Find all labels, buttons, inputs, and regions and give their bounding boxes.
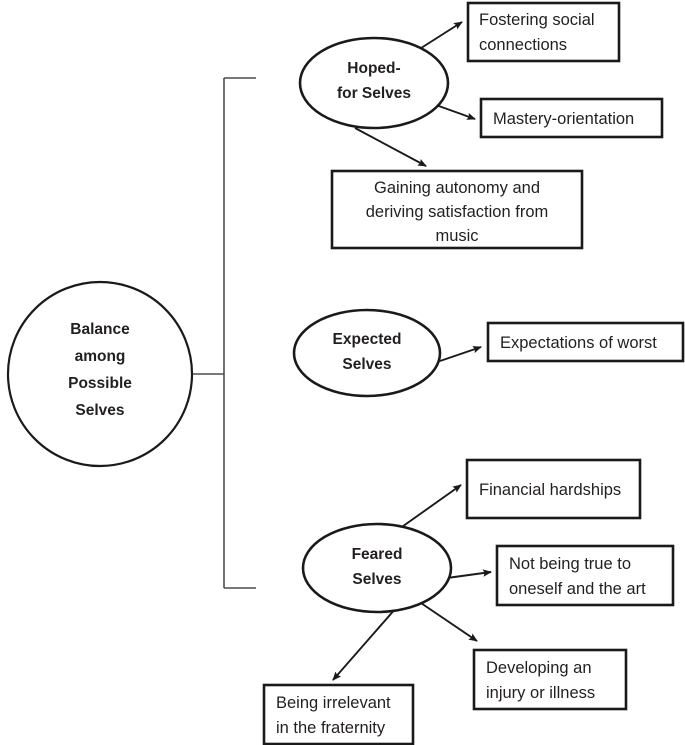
arrow-hoped-to-autonomy bbox=[354, 127, 427, 167]
expected-label-line-2: Selves bbox=[342, 356, 391, 373]
financial-box-shape bbox=[465, 458, 642, 520]
autonomy-label-line-3: music bbox=[435, 227, 478, 245]
mastery-box-shape bbox=[479, 97, 664, 139]
node-feared-selves[interactable]: Feared Selves bbox=[301, 522, 453, 614]
node-fostering-social-connections[interactable]: Fostering social connections bbox=[466, 1, 621, 63]
developing-box-shape bbox=[472, 648, 628, 711]
node-not-being-true-to-oneself[interactable]: Not being true to oneself and the art bbox=[495, 544, 675, 607]
fostering-label-line-1: Fostering social bbox=[479, 11, 595, 29]
irrelevant-label-line-1: Being irrelevant bbox=[276, 694, 391, 712]
expected-label-line-1: Expected bbox=[333, 331, 402, 348]
developing-label-line-1: Developing an bbox=[486, 659, 592, 677]
feared-label-line-1: Feared bbox=[352, 546, 403, 563]
mastery-label-line-1: Mastery-orientation bbox=[493, 110, 634, 128]
hoped-label-line-2: for Selves bbox=[337, 85, 411, 102]
autonomy-label-line-2: deriving satisfaction from bbox=[366, 203, 549, 221]
node-financial-hardships[interactable]: Financial hardships bbox=[465, 458, 642, 520]
node-being-irrelevant-in-fraternity[interactable]: Being irrelevant in the fraternity bbox=[262, 683, 415, 745]
arrows-hoped-for-selves bbox=[354, 21, 476, 167]
autonomy-box-shape bbox=[330, 169, 584, 250]
node-gaining-autonomy-music[interactable]: Gaining autonomy and deriving satisfacti… bbox=[330, 169, 584, 250]
expectations-label-line-1: Expectations of worst bbox=[500, 334, 657, 352]
fostering-box-shape bbox=[466, 1, 621, 63]
nottrue-label-line-2: oneself and the art bbox=[509, 580, 646, 598]
arrow-hoped-to-fostering bbox=[417, 21, 463, 51]
financial-label-line-1: Financial hardships bbox=[479, 481, 621, 499]
arrow-feared-to-developing-injury bbox=[417, 600, 478, 642]
irrelevant-label-line-2: in the fraternity bbox=[276, 719, 386, 737]
node-balance-among-possible-selves[interactable]: Balance among Possible Selves bbox=[6, 280, 194, 468]
feared-label-line-2: Selves bbox=[352, 571, 401, 588]
nottrue-label-line-1: Not being true to bbox=[509, 555, 631, 573]
arrow-feared-to-financial bbox=[398, 484, 462, 530]
root-label-line-2: among bbox=[75, 348, 126, 365]
arrow-hoped-to-mastery bbox=[435, 104, 476, 120]
arrow-expected-to-expectations bbox=[439, 346, 482, 362]
root-label-line-1: Balance bbox=[70, 321, 130, 338]
fostering-label-line-2: connections bbox=[479, 36, 567, 54]
hoped-ellipse-shape bbox=[298, 36, 450, 130]
expected-ellipse-shape bbox=[292, 308, 442, 398]
feared-ellipse-shape bbox=[301, 522, 453, 614]
node-expectations-of-worst[interactable]: Expectations of worst bbox=[486, 321, 685, 363]
node-mastery-orientation[interactable]: Mastery-orientation bbox=[479, 97, 664, 139]
expectations-box-shape bbox=[486, 321, 685, 363]
bracket-connector bbox=[192, 77, 256, 589]
root-label-line-3: Possible bbox=[68, 375, 132, 392]
arrow-feared-to-being-irrelevant bbox=[332, 607, 397, 681]
arrows-expected-selves bbox=[439, 346, 482, 362]
node-hoped-for-selves[interactable]: Hoped- for Selves bbox=[298, 36, 450, 130]
nottrue-box-shape bbox=[495, 544, 675, 607]
irrelevant-box-shape bbox=[262, 683, 415, 745]
root-circle-shape bbox=[6, 280, 194, 468]
developing-label-line-2: injury or illness bbox=[486, 684, 595, 702]
arrows-feared-selves bbox=[332, 484, 492, 681]
autonomy-label-line-1: Gaining autonomy and bbox=[374, 179, 540, 197]
hoped-label-line-1: Hoped- bbox=[347, 60, 400, 77]
root-label-line-4: Selves bbox=[75, 402, 124, 419]
arrow-feared-to-not-being-true bbox=[446, 569, 492, 579]
node-expected-selves[interactable]: Expected Selves bbox=[292, 308, 442, 398]
node-developing-injury-or-illness[interactable]: Developing an injury or illness bbox=[472, 648, 628, 711]
